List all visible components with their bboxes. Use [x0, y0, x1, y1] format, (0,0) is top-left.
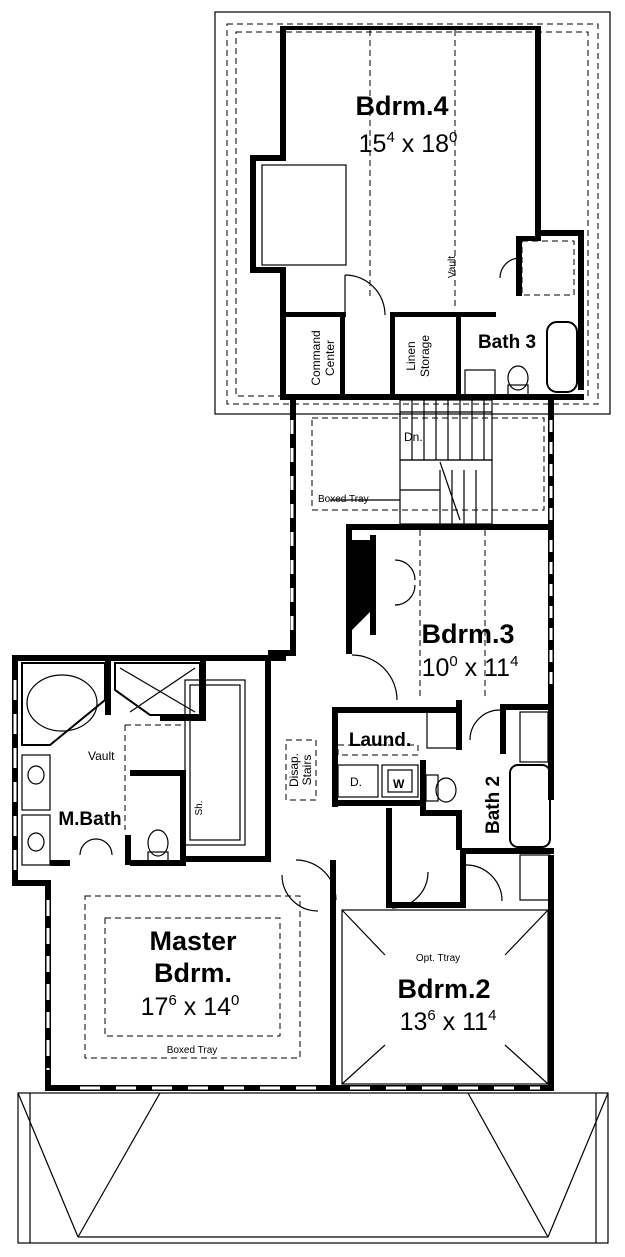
bdrm3-label: Bdrm.3	[421, 619, 514, 649]
vault-label-mbath: Vault	[88, 749, 115, 763]
bdrm3-details	[351, 530, 549, 763]
laundry-bath2-details	[337, 711, 551, 909]
annotation-labels: Vault Vault Command Center Linen Storage…	[88, 256, 460, 1056]
command-center-line2: Center	[323, 340, 337, 376]
dryer-label: D.	[350, 775, 362, 789]
command-center-line1: Command	[309, 330, 323, 385]
laundry-label: Laund.	[349, 730, 411, 751]
vault-label-bdrm4: Vault	[447, 256, 458, 278]
bdrm2-dimensions: 136 x 114	[400, 1007, 497, 1036]
tray-ceilings	[84, 739, 549, 1085]
stairs	[311, 399, 545, 525]
shower-label: Sh.	[194, 800, 205, 815]
bdrm4-details	[261, 30, 578, 397]
master-label-line1: Master	[149, 926, 237, 956]
mbath-label: M.Bath	[58, 809, 121, 830]
windows	[13, 420, 553, 1090]
master-dimensions: 176 x 140	[141, 992, 240, 1021]
bdrm4-dimensions: 154 x 180	[359, 129, 458, 158]
interior-walls	[50, 236, 554, 908]
bdrm4-label: Bdrm.4	[355, 91, 448, 121]
disap-stairs-line2: Stairs	[300, 755, 314, 786]
exterior-walls	[12, 26, 584, 1091]
opt-tray-label: Opt. Ttray	[416, 953, 460, 964]
master-label-line2: Bdrm.	[154, 958, 232, 988]
bdrm3-dimensions: 100 x 114	[422, 653, 519, 682]
bath2-label: Bath 2	[483, 776, 504, 834]
bath3-label: Bath 3	[478, 332, 536, 353]
stairs-down-label: Dn.	[404, 430, 423, 444]
boxed-tray-master-label: Boxed Tray	[167, 1045, 218, 1056]
room-labels: Bdrm.4 154 x 180 Bdrm.3 100 x 114 Bdrm.2…	[58, 91, 536, 1036]
boxed-tray-hall-label: Boxed Tray	[318, 494, 369, 505]
master-bath-details	[21, 662, 246, 866]
linen-storage-line1: Linen	[404, 341, 418, 370]
bdrm2-label: Bdrm.2	[397, 974, 490, 1004]
disap-stairs-line1: Disap.	[287, 753, 301, 787]
linen-storage-line2: Storage	[418, 335, 432, 377]
washer-label: W	[393, 777, 405, 791]
roof-outline-bottom	[17, 1092, 609, 1244]
